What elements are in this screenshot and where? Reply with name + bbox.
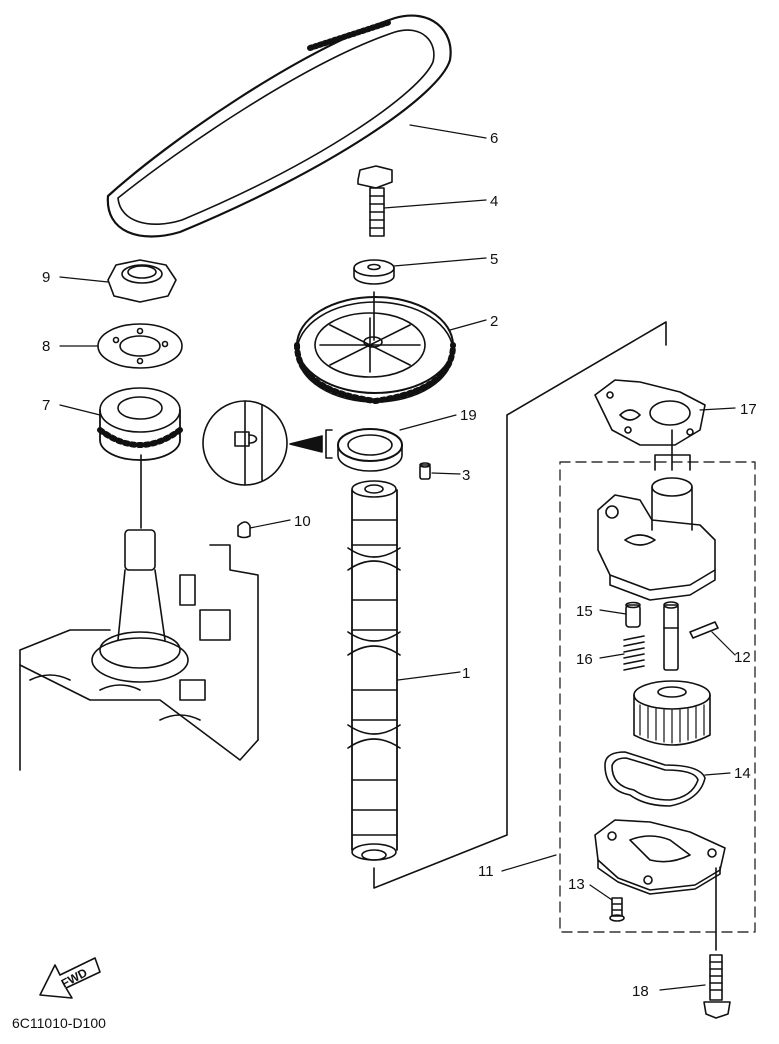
engine-block [19,529,259,771]
dowel-pin [419,462,431,480]
relief-plunger [625,601,641,628]
crank-sprocket [97,387,183,461]
callout-13: 13 [568,876,585,893]
callout-labels: 1 2 3 4 5 6 7 8 9 10 11 12 13 14 15 16 1… [42,130,757,1000]
washer-plate [97,323,183,369]
drive-pin [689,621,719,639]
callout-10: 10 [294,513,311,530]
callout-17: 17 [740,401,757,418]
callout-8: 8 [42,338,50,355]
bolt-4 [357,165,393,237]
callout-1: 1 [462,665,470,682]
callout-19: 19 [460,407,477,424]
callout-6: 6 [490,130,498,147]
relief-spring [623,635,645,671]
camshaft-pulley [294,296,456,404]
callout-14: 14 [734,765,751,782]
o-ring [604,751,706,807]
woodruff-key [237,521,251,539]
nut [107,259,177,303]
timing-belt [106,14,452,238]
callout-5: 5 [490,251,498,268]
washer-5 [353,259,395,285]
leader-lines [59,124,736,991]
oil-seal [337,428,403,472]
callout-2: 2 [490,313,498,330]
pump-rotor [633,680,711,746]
callout-11: 11 [478,863,494,880]
camshaft [347,480,401,861]
leader-bracket [373,321,667,889]
callout-18: 18 [632,983,649,1000]
callout-12: 12 [734,649,751,666]
oil-pump-assembly-box [559,461,756,933]
pump-gasket [594,379,706,446]
forward-arrow-icon [39,957,101,999]
fwd-label: FWD [59,965,90,990]
cover-screw [609,897,625,922]
pump-shaft [663,601,679,671]
callout-15: 15 [576,603,593,620]
callout-3: 3 [462,467,470,484]
seal-detail-inset [202,400,333,486]
oil-pump-body [597,454,716,601]
diagram-code: 6C11010-D100 [12,1015,106,1031]
callout-7: 7 [42,397,50,414]
callout-4: 4 [490,193,498,210]
callout-9: 9 [42,269,50,286]
callout-16: 16 [576,651,593,668]
bolt-18 [703,867,731,1019]
pump-cover [594,819,726,895]
